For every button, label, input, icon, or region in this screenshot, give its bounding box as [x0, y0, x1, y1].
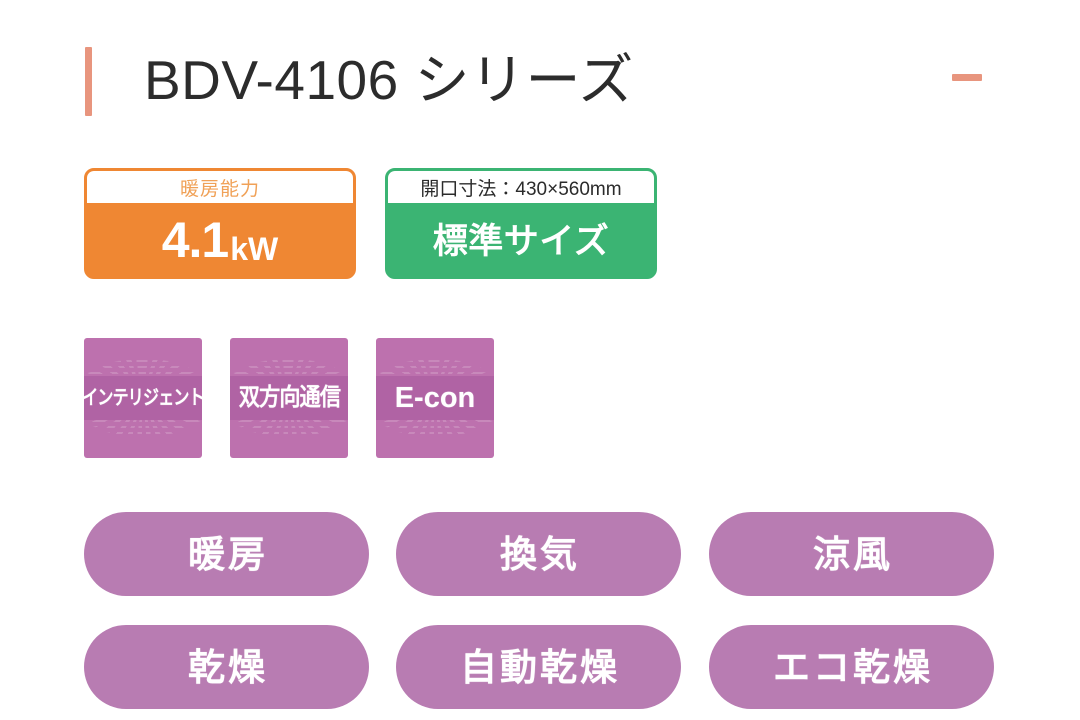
- mode-pill-label: 涼風: [813, 533, 893, 575]
- mode-pill-heating[interactable]: 暖房: [84, 512, 369, 596]
- two-way-communication-badge-icon: 双方向通信: [230, 338, 348, 458]
- intelligent-badge-icon: インテリジェント: [84, 338, 202, 458]
- spec-badge-opening-size: 開口寸法：430×560mm 標準サイズ: [385, 168, 657, 279]
- mode-pill-eco-drying[interactable]: エコ乾燥: [709, 625, 994, 709]
- feature-icon-label: 双方向通信: [238, 384, 340, 411]
- heating-capacity-unit: kW: [230, 231, 279, 267]
- mode-pill-grid: 暖房 換気 涼風 乾燥 自動乾燥 エコ乾燥: [0, 510, 1080, 710]
- feature-icon-row: インテリジェント 双方向通信 E-con: [0, 338, 1080, 460]
- heating-capacity-caption: 暖房能力: [87, 171, 353, 203]
- e-con-badge-icon: E-con: [376, 338, 494, 458]
- mode-pill-drying[interactable]: 乾燥: [84, 625, 369, 709]
- page-header: BDV-4106 シリーズ: [0, 0, 1080, 160]
- mode-pill-auto-drying[interactable]: 自動乾燥: [396, 625, 681, 709]
- opening-size-caption: 開口寸法：430×560mm: [388, 171, 654, 203]
- page-title: BDV-4106 シリーズ: [144, 49, 634, 111]
- mode-pill-label: 自動乾燥: [460, 646, 620, 688]
- mode-pill-label: エコ乾燥: [773, 646, 933, 688]
- mode-pill-ventilation[interactable]: 換気: [396, 512, 681, 596]
- mode-pill-label: 換気: [500, 533, 580, 575]
- title-accent-bar: [85, 47, 92, 116]
- mode-pill-cool-breeze[interactable]: 涼風: [709, 512, 994, 596]
- feature-icon-label: E-con: [394, 381, 476, 414]
- minus-icon[interactable]: [952, 74, 982, 81]
- feature-icon-label: インテリジェント: [84, 387, 202, 409]
- heating-capacity-number: 4.1: [161, 211, 230, 268]
- mode-pill-label: 暖房: [188, 533, 268, 575]
- mode-pill-label: 乾燥: [188, 646, 268, 688]
- opening-size-value: 標準サイズ: [432, 221, 610, 261]
